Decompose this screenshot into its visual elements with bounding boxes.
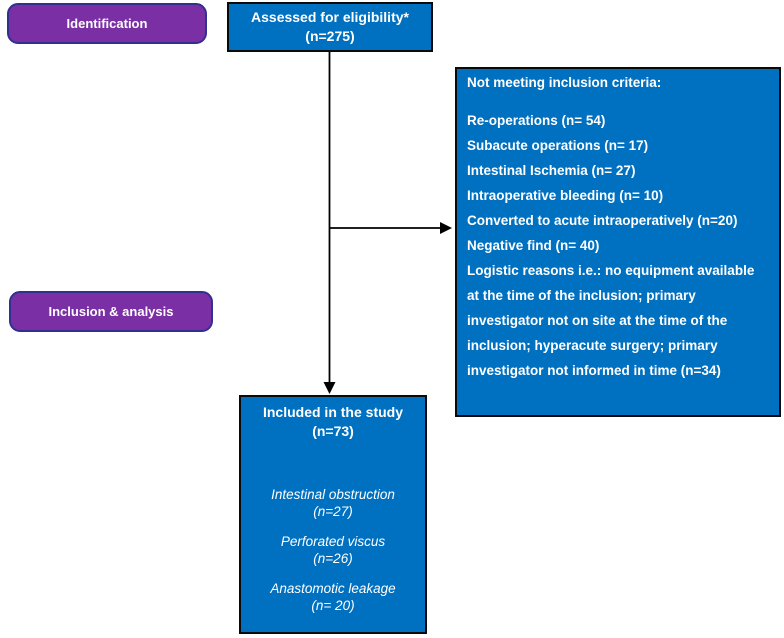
subgroup-count: (n=27) xyxy=(313,504,353,519)
exclusion-item: Re-operations (n= 54) xyxy=(467,113,606,128)
stage-label-inclusion-analysis: Inclusion & analysis xyxy=(9,291,213,332)
included-header: Included in the study (n=73) xyxy=(241,397,425,441)
stage-label-inclusion-analysis-text: Inclusion & analysis xyxy=(48,304,174,319)
exclusion-item: Intraoperative bleeding (n= 10) xyxy=(467,188,664,203)
assessed-count: (n=275) xyxy=(305,28,355,44)
subgroup-count: (n=26) xyxy=(313,551,353,566)
exclusion-item: Subacute operations (n= 17) xyxy=(467,138,649,153)
included-in-study-box: Included in the study (n=73) Intestinal … xyxy=(239,395,427,634)
subgroup-item: Perforated viscus (n=26) xyxy=(241,533,425,567)
stage-label-identification: Identification xyxy=(7,3,207,44)
subgroup-name: Intestinal obstruction xyxy=(271,487,395,502)
included-title: Included in the study xyxy=(262,404,403,420)
subgroup-item: Anastomotic leakage (n= 20) xyxy=(241,580,425,614)
arrow-right xyxy=(330,222,452,234)
exclusion-item: Logistic reasons i.e.: no equipment avai… xyxy=(467,263,755,378)
assessed-for-eligibility-box: Assessed for eligibility* (n=275) xyxy=(227,2,433,52)
subgroup-name: Perforated viscus xyxy=(280,534,386,549)
subgroup-name: Anastomotic leakage xyxy=(270,581,396,596)
included-subgroups: Intestinal obstruction (n=27) Perforated… xyxy=(241,486,425,614)
subgroup-count: (n= 20) xyxy=(311,598,355,613)
stage-label-identification-text: Identification xyxy=(66,16,148,31)
exclusion-item: Negative find (n= 40) xyxy=(467,238,600,253)
exclusion-item: Intestinal Ischemia (n= 27) xyxy=(467,163,636,178)
exclusion-item: Converted to acute intraoperatively (n=2… xyxy=(467,213,738,228)
subgroup-item: Intestinal obstruction (n=27) xyxy=(241,486,425,520)
not-meeting-criteria-box: Not meeting inclusion criteria: Re-opera… xyxy=(455,67,781,417)
not-meeting-title: Not meeting inclusion criteria: xyxy=(467,75,662,90)
arrow-down xyxy=(323,52,336,394)
assessed-title: Assessed for eligibility* xyxy=(251,9,409,25)
included-count: (n=73) xyxy=(312,423,354,439)
